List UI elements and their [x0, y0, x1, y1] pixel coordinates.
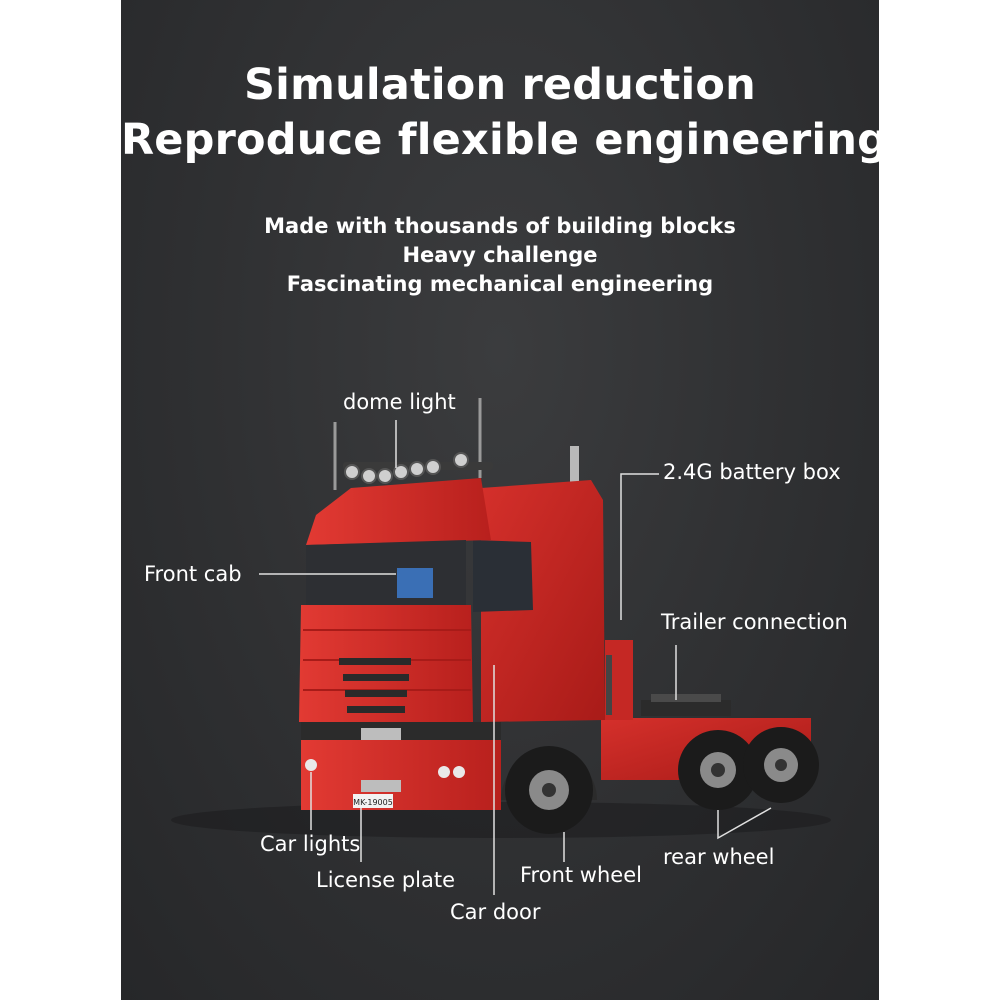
headline-line-1: Simulation reduction [243, 60, 756, 110]
subheadline-line-3: Fascinating mechanical engineering [286, 272, 714, 296]
license-plate [353, 794, 393, 808]
headline-line-2: Reproduce flexible engineering [121, 115, 879, 165]
exhaust-stack [570, 446, 579, 482]
dome-light-bar [343, 452, 493, 484]
callout-battery-box: 2.4G battery box [663, 460, 841, 484]
car-light-right-1 [438, 766, 450, 778]
license-plate-text: MK-19005 [353, 798, 393, 807]
callout-license-plate: License plate [316, 868, 456, 892]
car-light-right-2 [453, 766, 465, 778]
product-panel: Simulation reduction Reproduce flexible … [121, 0, 879, 1000]
side-window [473, 540, 533, 612]
callout-dome-light: dome light [343, 390, 456, 414]
callout-trailer-connection: Trailer connection [661, 610, 848, 634]
callout-front-cab: Front cab [144, 562, 242, 586]
cab-side [481, 480, 605, 722]
car-light-left [305, 759, 317, 771]
front-wheel [501, 746, 597, 834]
front-bumper: MK-19005 [301, 722, 501, 810]
rear-wheels [678, 727, 819, 810]
ground-shadow [171, 802, 831, 838]
callout-car-lights: Car lights [260, 832, 361, 856]
front-cab [299, 478, 491, 722]
subheadline-line-1: Made with thousands of building blocks [264, 214, 736, 238]
callout-front-wheel: Front wheel [520, 863, 642, 887]
subheadline-line-2: Heavy challenge [402, 243, 598, 267]
door-handle [606, 655, 612, 715]
truck-illustration: MK-19005 [171, 398, 831, 838]
callout-rear-wheel: rear wheel [663, 845, 775, 869]
callout-car-door: Car door [450, 900, 541, 924]
